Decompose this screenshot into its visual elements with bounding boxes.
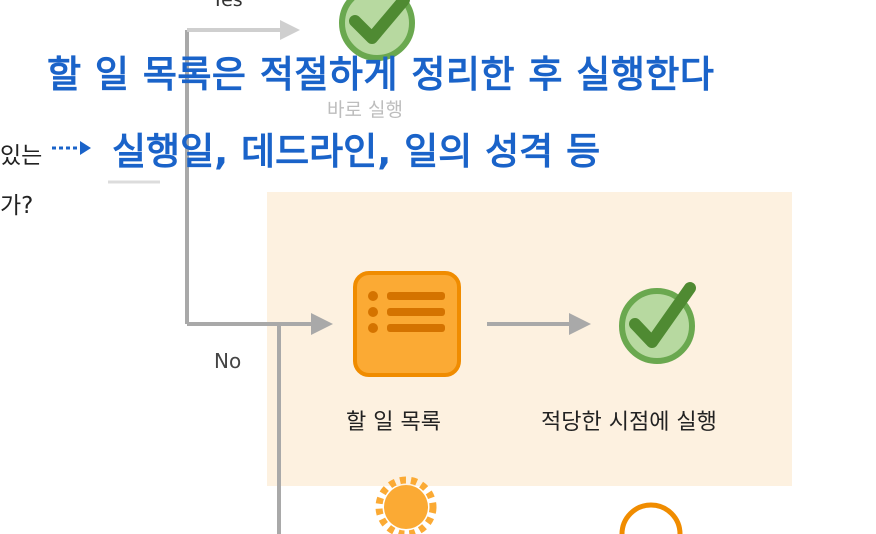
- yes-label: Yes: [212, 0, 243, 11]
- question-label-line1: 있는: [0, 143, 43, 169]
- list-to-exec-arrow: [487, 313, 591, 335]
- todo-list-label: 할 일 목록: [346, 410, 441, 435]
- no-arrow: [187, 313, 333, 335]
- no-label: No: [214, 349, 242, 373]
- headline-title: 할 일 목록은 적절하게 정리한 후 실행한다: [47, 53, 715, 96]
- quick-exec-label: 바로 실행: [327, 99, 403, 121]
- yes-arrow: [187, 20, 300, 40]
- highlight-box: [267, 192, 792, 486]
- gear-icon: [375, 476, 437, 534]
- question-label-line2: 가?: [0, 193, 34, 219]
- exec-later-label: 적당한 시점에 실행: [541, 410, 717, 435]
- check-circle-icon: [339, 0, 415, 61]
- headline-subtitle: 실행일, 데드라인, 일의 성격 등: [112, 130, 601, 173]
- todo-list-icon: [353, 271, 461, 377]
- arrow-right-icon: [52, 141, 91, 155]
- check-circle-icon: [619, 282, 696, 364]
- partial-circle-icon: [619, 502, 683, 534]
